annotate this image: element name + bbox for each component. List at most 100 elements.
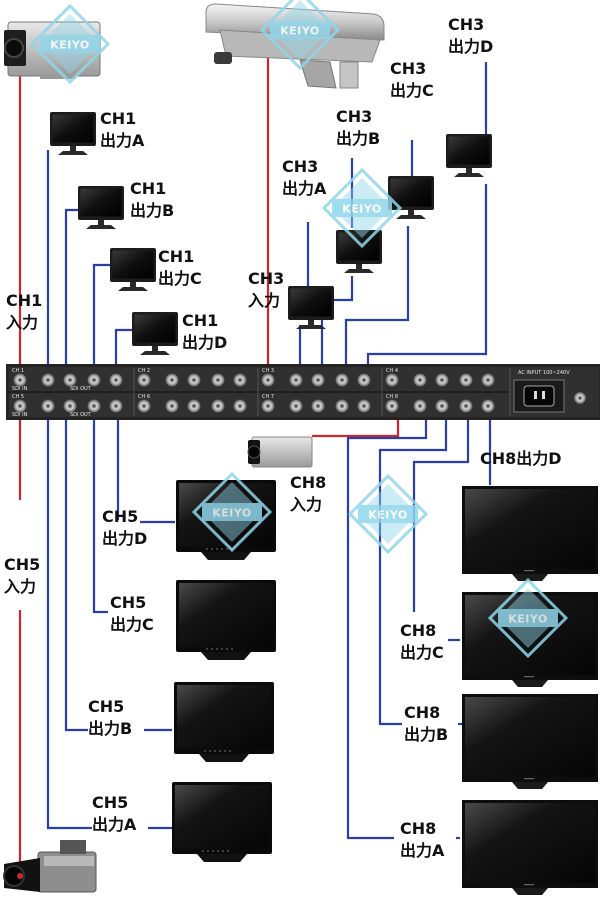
monitor-ch3-b (336, 230, 382, 273)
monitor-ch5-c (176, 580, 276, 660)
svg-text:KEIYO: KEIYO (508, 613, 548, 626)
monitor-ch8-a (462, 800, 598, 895)
label-ch8-out-d: CH8出力D (480, 449, 562, 468)
bnc-connector (435, 399, 449, 413)
bnc-connector (137, 373, 151, 387)
svg-text:KEIYO: KEIYO (50, 39, 90, 52)
monitor-ch1-a (50, 112, 96, 155)
bnc-connector (63, 399, 77, 413)
bnc-connector (13, 399, 27, 413)
svg-text:KEIYO: KEIYO (212, 507, 252, 520)
ch8-input-camera (247, 436, 313, 468)
monitor-ch3-a (288, 286, 334, 329)
bnc-connector (211, 373, 225, 387)
bnc-connector (357, 373, 371, 387)
monitor-ch1-b (78, 186, 124, 229)
panel-sdi-in-5: SDI IN (12, 412, 28, 418)
panel-ch1: CH 1 (12, 368, 24, 374)
bnc-connector (211, 399, 225, 413)
monitor-ch5-b (174, 682, 274, 762)
panel-sdi-out-1: SDI OUT (70, 386, 92, 392)
bnc-connector (87, 399, 101, 413)
monitor-ch3-d (446, 134, 492, 177)
bnc-connector (335, 399, 349, 413)
bnc-connector (261, 399, 275, 413)
monitor-ch1-d (132, 312, 178, 355)
bnc-connector (385, 399, 399, 413)
bnc-connector (385, 373, 399, 387)
bnc-connector (13, 373, 27, 387)
bnc-connector (435, 373, 449, 387)
keiyo-logo: KEIYO (191, 471, 273, 553)
bnc-connector (109, 399, 123, 413)
video-distributor-panel: CH 1 CH 2 CH 3 CH 4 CH 5 CH 6 CH 7 CH 8 … (6, 364, 600, 420)
panel-sdi-in-1: SDI IN (12, 386, 28, 392)
panel-ch2: CH 2 (138, 368, 150, 374)
bnc-connector (413, 373, 427, 387)
bnc-connector (87, 373, 101, 387)
bnc-connector (41, 399, 55, 413)
svg-text:KEIYO: KEIYO (280, 25, 320, 38)
bnc-connector (413, 399, 427, 413)
bnc-connector (357, 399, 371, 413)
monitor-ch5-a (172, 782, 272, 862)
bnc-connector (165, 399, 179, 413)
bnc-connector (41, 373, 55, 387)
bnc-connector (311, 399, 325, 413)
bnc-connector (165, 373, 179, 387)
ch5-input-camera (3, 840, 97, 893)
panel-ch7: CH 7 (262, 394, 274, 400)
panel-power-label: AC INPUT 100~240V (518, 370, 570, 376)
bnc-connector (481, 373, 495, 387)
bnc-connector (481, 399, 495, 413)
bnc-connector (335, 373, 349, 387)
panel-ch3: CH 3 (262, 368, 274, 374)
bnc-connector (261, 373, 275, 387)
bnc-connector (109, 373, 123, 387)
svg-text:KEIYO: KEIYO (368, 509, 408, 522)
bnc-connector (233, 373, 247, 387)
panel-sdi-out-5: SDI OUT (70, 412, 92, 418)
keiyo-logo: KEIYO (347, 473, 429, 555)
keiyo-logo: KEIYO (487, 577, 569, 659)
keiyo-logo: KEIYO (29, 3, 111, 85)
bnc-connector (459, 373, 473, 387)
bnc-connector (459, 399, 473, 413)
svg-text:KEIYO: KEIYO (342, 203, 382, 216)
bnc-connector (289, 373, 303, 387)
bnc-connector (187, 373, 201, 387)
bnc-connector (233, 399, 247, 413)
panel-ch6: CH 6 (138, 394, 150, 400)
bnc-connector (63, 373, 77, 387)
monitor-ch1-c (110, 248, 156, 291)
bnc-connector (187, 399, 201, 413)
monitor-ch8-d (462, 486, 598, 581)
bnc-connector (311, 373, 325, 387)
panel-ch4: CH 4 (386, 368, 398, 374)
monitor-ch8-b (462, 694, 598, 789)
bnc-connector (137, 399, 151, 413)
keiyo-logo: KEIYO (259, 0, 341, 71)
panel-ch8: CH 8 (386, 394, 398, 400)
panel-ch5: CH 5 (12, 394, 24, 400)
keiyo-logo: KEIYO (321, 167, 403, 249)
bnc-connector (289, 399, 303, 413)
